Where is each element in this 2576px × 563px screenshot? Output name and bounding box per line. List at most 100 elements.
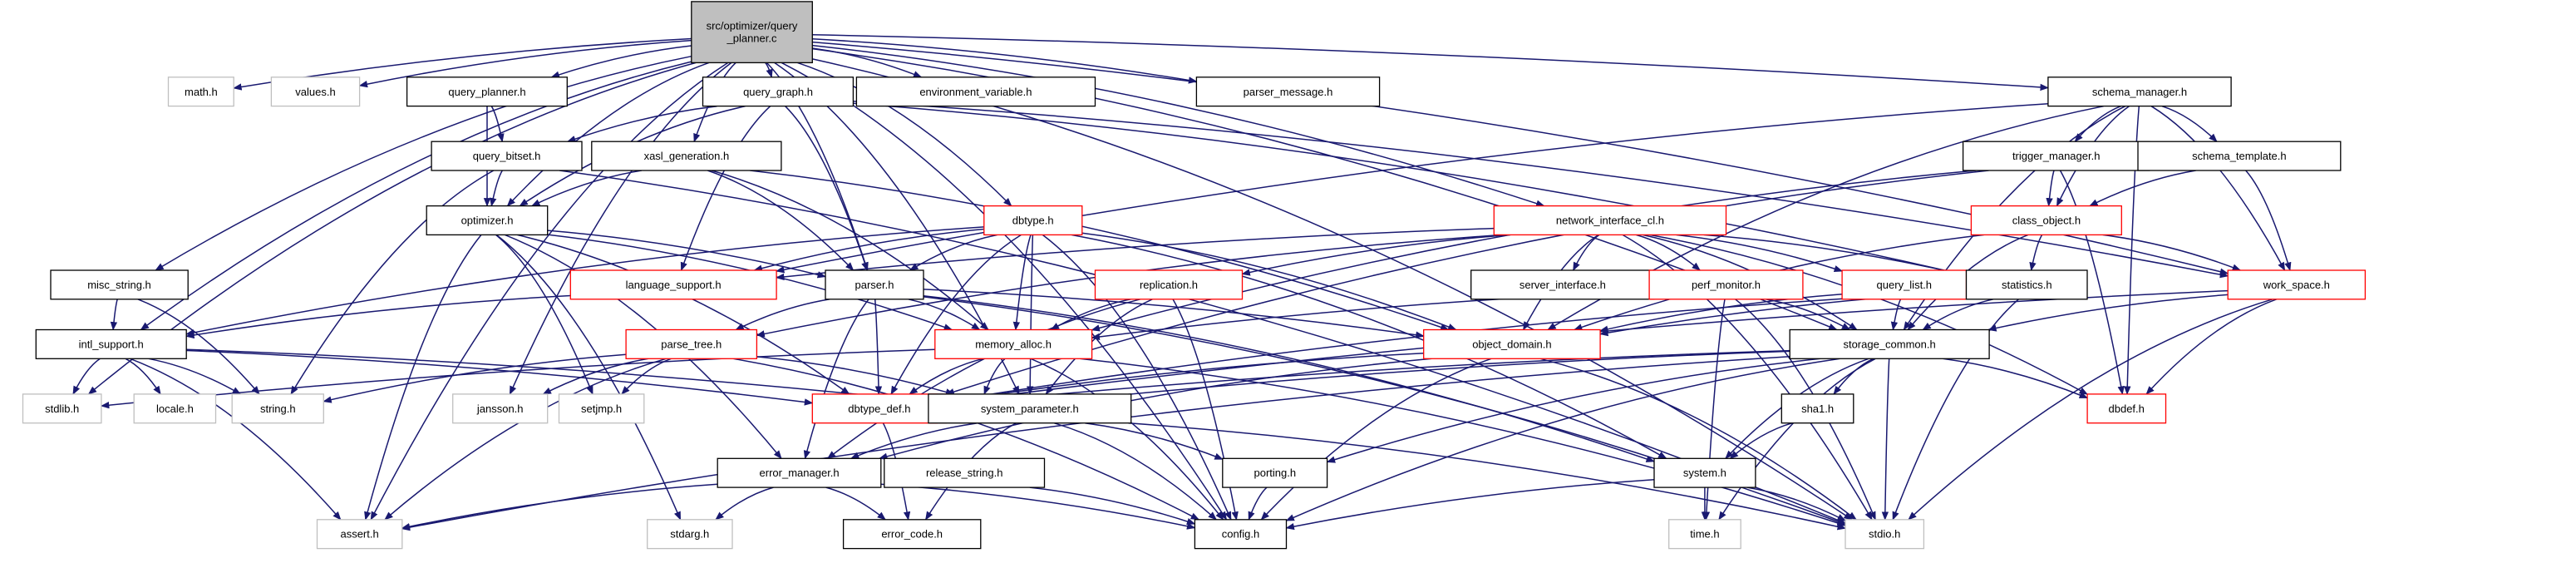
node-box-workspace[interactable] [2227, 269, 2367, 300]
node-statistics[interactable]: statistics.h [1965, 269, 2088, 300]
edge-sha1-to-system [1729, 422, 1793, 459]
node-box-system[interactable] [1653, 457, 1756, 488]
node-storage[interactable]: storage_common.h [1789, 328, 1990, 359]
node-box-trigger[interactable] [1962, 141, 2150, 171]
node-stemplate[interactable]: schema_template.h [2137, 141, 2342, 171]
edge-netif-to-stdio [1622, 234, 1873, 521]
edge-parsetree-to-assert [384, 358, 667, 521]
node-parsetree[interactable]: parse_tree.h [625, 328, 758, 359]
edge-netif-to-qlist [1676, 234, 1844, 273]
node-box-objdomain[interactable] [1423, 328, 1601, 359]
node-porting[interactable]: porting.h [1222, 457, 1328, 488]
node-box-serverif[interactable] [1470, 269, 1655, 300]
node-label-stdarg: stdarg.h [670, 528, 709, 541]
node-system[interactable]: system.h [1653, 457, 1756, 488]
node-qlist[interactable]: query_list.h [1841, 269, 1968, 300]
node-label-qp: query_planner.h [448, 86, 525, 98]
node-box-dbtype[interactable] [983, 205, 1083, 236]
node-stdarg: stdarg.h [647, 519, 733, 550]
edge-dbtype-to-parser [909, 234, 997, 271]
node-parser[interactable]: parser.h [825, 269, 924, 300]
node-netif[interactable]: network_interface_cl.h [1493, 205, 1727, 236]
edge-stemplate-to-classobj [2089, 170, 2196, 207]
node-dbdef[interactable]: dbdef.h [2086, 393, 2167, 424]
node-box-intl[interactable] [35, 328, 187, 359]
node-box-errcode[interactable] [842, 519, 982, 550]
node-label-time: time.h [1690, 528, 1719, 541]
node-box-statistics[interactable] [1965, 269, 2088, 300]
node-label-statistics: statistics.h [2002, 279, 2052, 291]
node-replication[interactable]: replication.h [1094, 269, 1244, 300]
node-perfmon[interactable]: perf_monitor.h [1648, 269, 1804, 300]
node-qp[interactable]: query_planner.h [406, 77, 568, 107]
node-box-qbitset[interactable] [431, 141, 583, 171]
node-box-syspar[interactable] [928, 393, 1132, 424]
node-qbitset[interactable]: query_bitset.h [431, 141, 583, 171]
node-box-porting[interactable] [1222, 457, 1328, 488]
edge-syspar-to-porting [1085, 422, 1224, 460]
node-dbtype[interactable]: dbtype.h [983, 205, 1083, 236]
node-box-relstr[interactable] [884, 457, 1046, 488]
node-objdomain[interactable]: object_domain.h [1423, 328, 1601, 359]
node-schema[interactable]: schema_manager.h [2047, 77, 2232, 107]
node-workspace[interactable]: work_space.h [2227, 269, 2367, 300]
node-trigger[interactable]: trigger_manager.h [1962, 141, 2150, 171]
node-box-config[interactable] [1194, 519, 1288, 550]
node-sha1[interactable]: sha1.h [1781, 393, 1854, 424]
node-box-memalloc[interactable] [934, 328, 1093, 359]
node-syspar[interactable]: system_parameter.h [928, 393, 1132, 424]
node-box-errmgr[interactable] [717, 457, 882, 488]
edge-objdomain-to-dbtypedef [945, 352, 1424, 404]
node-classobj[interactable]: class_object.h [1970, 205, 2122, 236]
node-box-envvar[interactable] [855, 77, 1096, 107]
node-box-stemplate[interactable] [2137, 141, 2342, 171]
node-memalloc[interactable]: memory_alloc.h [934, 328, 1093, 359]
node-dbtypedef[interactable]: dbtype_def.h [811, 393, 948, 424]
node-langsup[interactable]: language_support.h [569, 269, 777, 300]
node-label-parsetree: parse_tree.h [661, 338, 722, 350]
edge-qlist-to-storage [1890, 299, 1902, 331]
node-errmgr[interactable]: error_manager.h [717, 457, 882, 488]
edge-langsup-to-intl [185, 294, 571, 339]
node-box-parser[interactable] [825, 269, 924, 300]
edge-dbtype-to-dbtypedef [890, 234, 1022, 395]
node-qgraph[interactable]: query_graph.h [702, 77, 855, 107]
node-label-system: system.h [1683, 467, 1726, 479]
node-box-netif[interactable] [1493, 205, 1727, 236]
node-pmsg[interactable]: parser_message.h [1195, 77, 1381, 107]
edge-storage-to-assert [401, 356, 1790, 531]
node-box-parsetree[interactable] [625, 328, 758, 359]
node-box-perfmon[interactable] [1648, 269, 1804, 300]
node-box-miscstr[interactable] [50, 269, 189, 300]
node-box-optimizer[interactable] [426, 205, 549, 236]
node-box-schema[interactable] [2047, 77, 2232, 107]
node-serverif[interactable]: server_interface.h [1470, 269, 1655, 300]
edge-parser-to-errmgr [803, 299, 869, 460]
node-intl[interactable]: intl_support.h [35, 328, 187, 359]
node-xasl[interactable]: xasl_generation.h [591, 141, 782, 171]
node-box-qp[interactable] [406, 77, 568, 107]
node-box-storage[interactable] [1789, 328, 1990, 359]
node-box-dbtypedef[interactable] [811, 393, 948, 424]
node-relstr[interactable]: release_string.h [884, 457, 1046, 488]
node-box-classobj[interactable] [1970, 205, 2122, 236]
node-miscstr[interactable]: misc_string.h [50, 269, 189, 300]
node-errcode[interactable]: error_code.h [842, 519, 982, 550]
node-box-langsup[interactable] [569, 269, 777, 300]
node-envvar[interactable]: environment_variable.h [855, 77, 1096, 107]
edge-qbitset-to-optimizer [490, 170, 503, 207]
node-label-qbitset: query_bitset.h [473, 150, 541, 162]
edge-parser-to-system [923, 294, 1655, 462]
node-box-xasl[interactable] [591, 141, 782, 171]
node-box-sha1[interactable] [1781, 393, 1854, 424]
node-box-qgraph[interactable] [702, 77, 855, 107]
node-box-pmsg[interactable] [1195, 77, 1381, 107]
node-config[interactable]: config.h [1194, 519, 1288, 550]
node-optimizer[interactable]: optimizer.h [426, 205, 549, 236]
node-box-qlist[interactable] [1841, 269, 1968, 300]
node-box-replication[interactable] [1094, 269, 1244, 300]
edge-storage-to-dbtypedef [945, 349, 1790, 407]
node-box-assert [316, 519, 403, 550]
node-box-dbdef[interactable] [2086, 393, 2167, 424]
